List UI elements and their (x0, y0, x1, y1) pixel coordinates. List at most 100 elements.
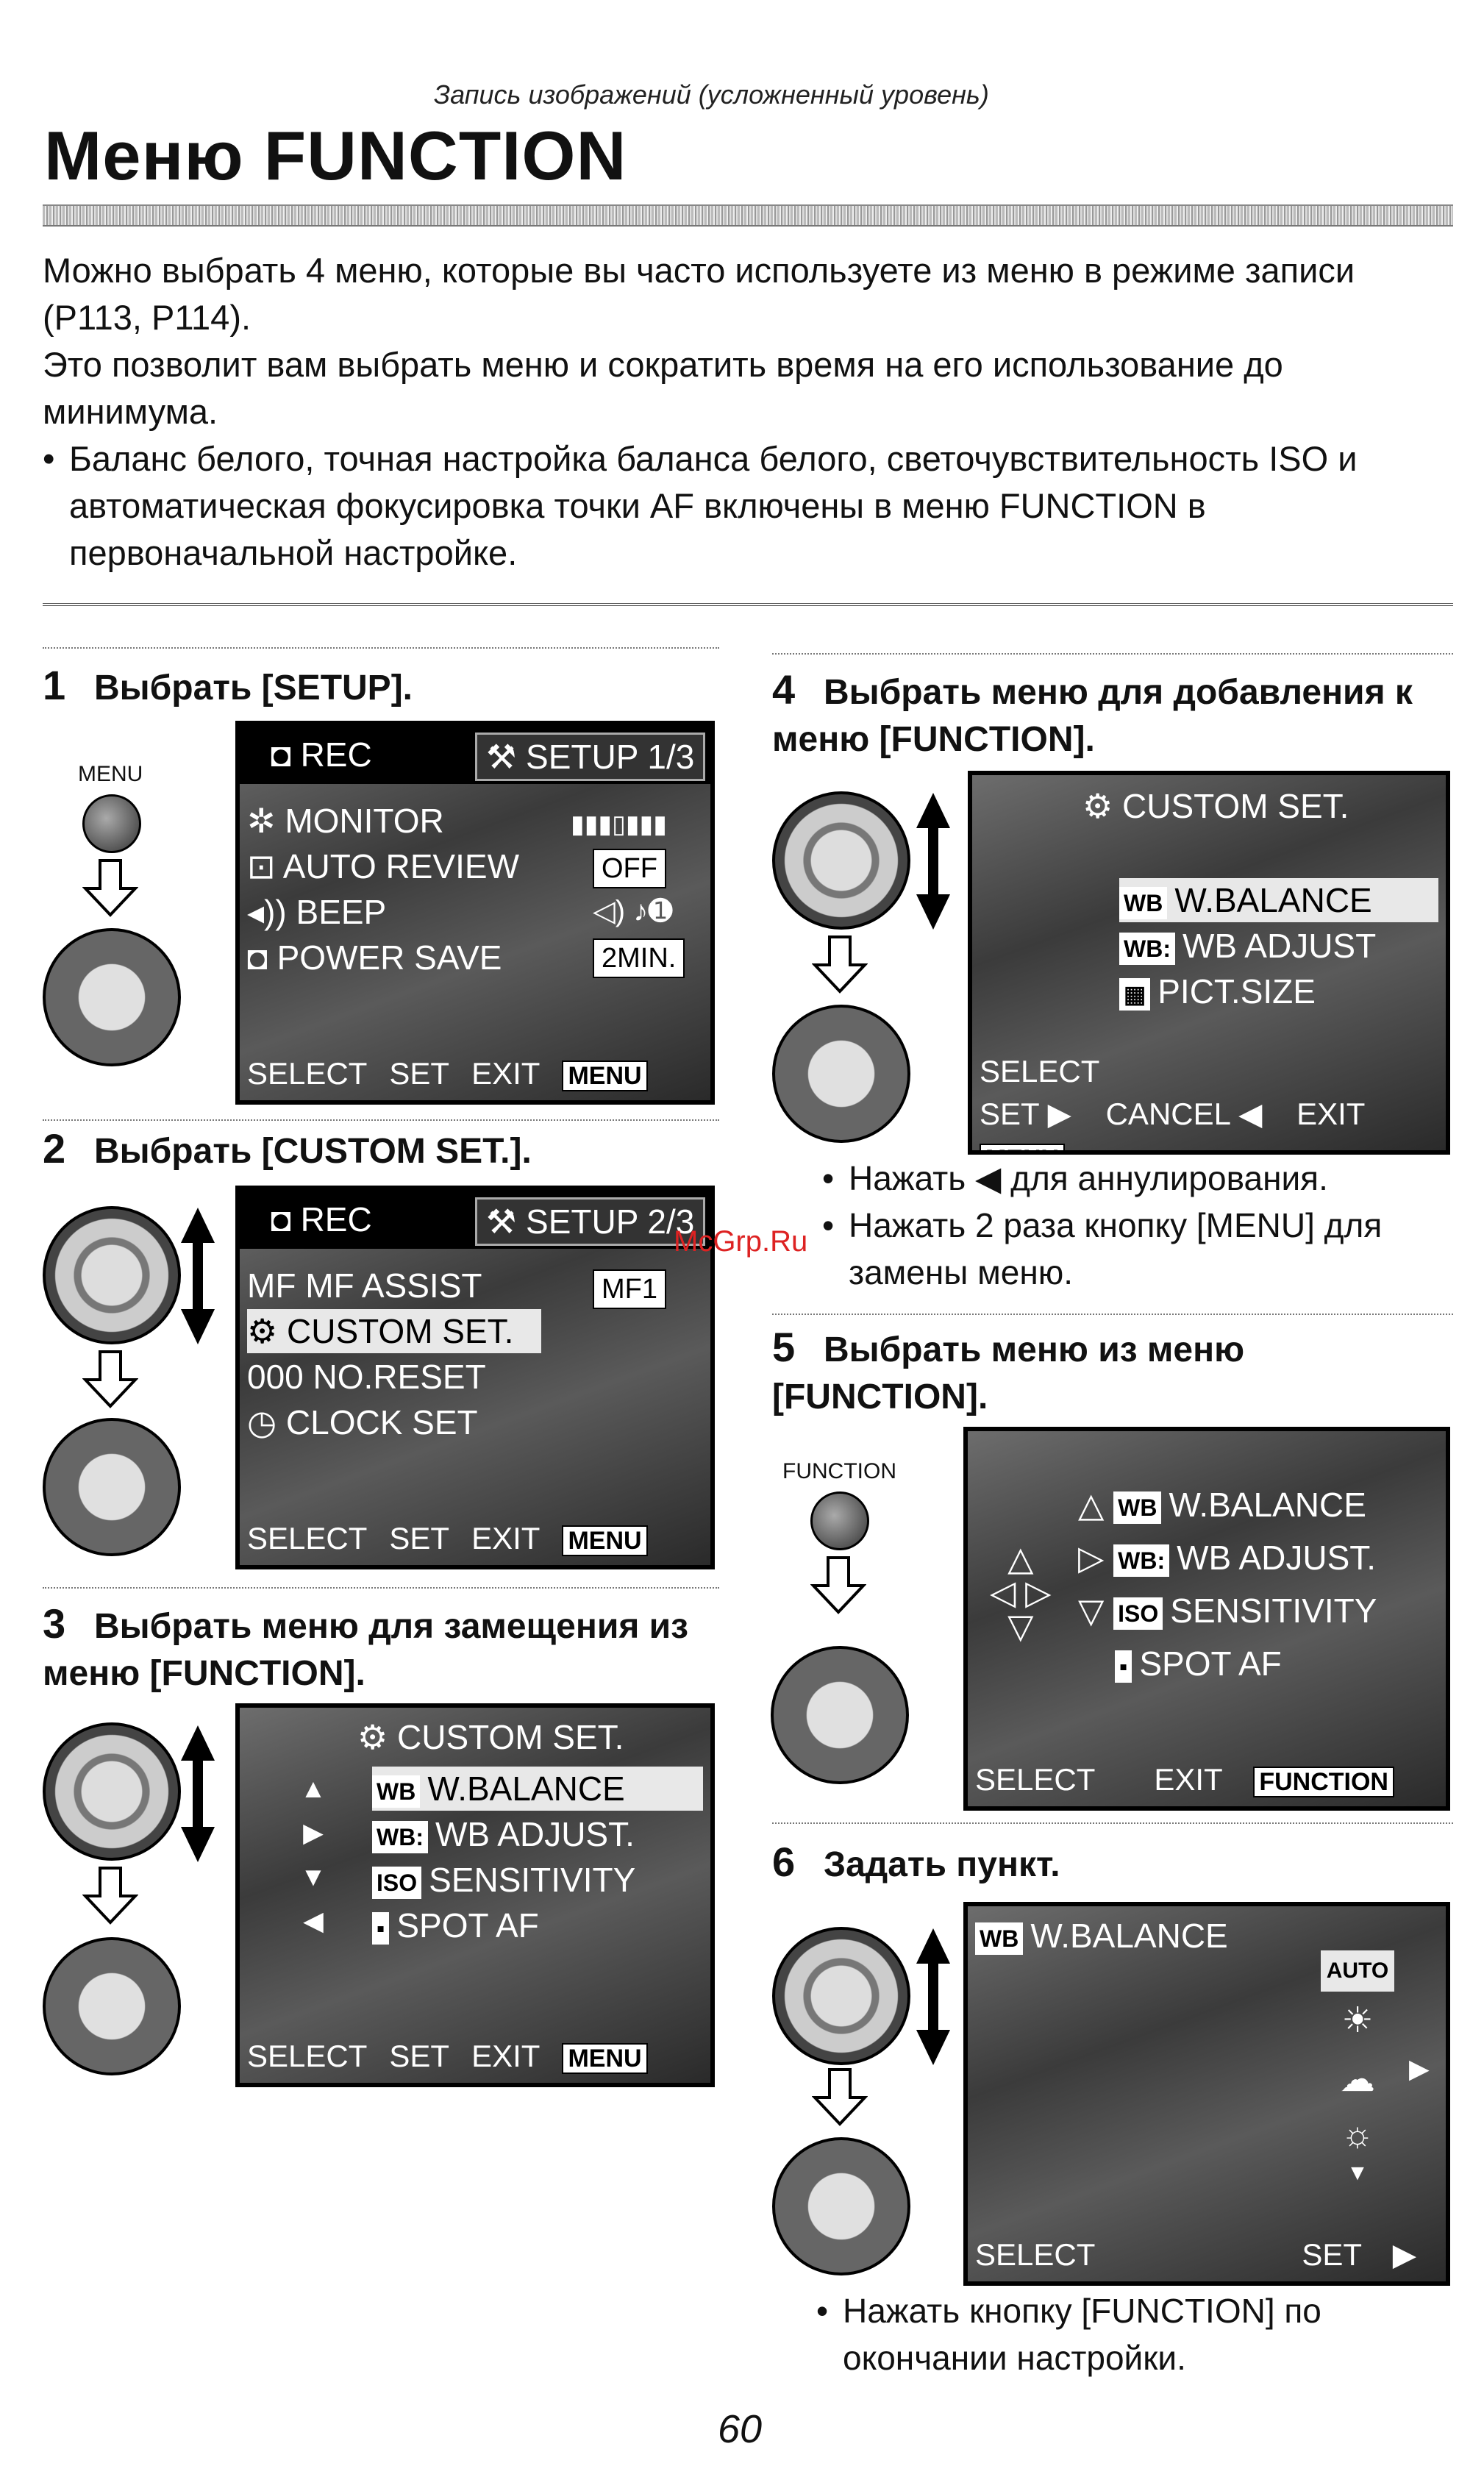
direction-keys-icon: ▲▶▼◀ (300, 1773, 327, 1936)
custom-item-pict-size: ▦PICT.SIZE (1119, 969, 1438, 1013)
wb-options: AUTO ☀ ☁ ☼ ▼ (1321, 1950, 1394, 2186)
intro-text: Можно выбрать 4 меню, которые вы часто и… (43, 247, 1455, 577)
step-4-note-2: Нажать 2 раза кнопку [MENU] для замены м… (822, 1202, 1455, 1296)
menu-item-auto-review: ⊡ AUTO REVIEW (247, 847, 519, 885)
section-divider (43, 603, 1453, 606)
down-arrow-icon (82, 859, 138, 917)
function-item-wb-adjust: ▷ WB:WB ADJUST. (1078, 1539, 1377, 1577)
up-down-arrow-icon (916, 1928, 950, 2065)
step-1-title: 1 Выбрать [SETUP]. (43, 662, 413, 712)
function-button-label: FUNCTION (782, 1459, 896, 1483)
menu-item-mf-assist: MF MF ASSIST (247, 1266, 482, 1305)
power-save-value: 2MIN. (593, 938, 685, 978)
sun-icon: ☀ (1341, 2001, 1374, 2040)
function-item-spot-af: ▪SPOT AF (372, 1903, 703, 1947)
menu-item-beep: ◂)) BEEP (247, 893, 387, 931)
down-arrow-icon (82, 1867, 138, 1925)
up-down-arrow-icon (181, 1725, 215, 1862)
cursor-dial-icon[interactable] (772, 1927, 910, 2065)
up-down-arrow-icon (916, 793, 950, 930)
step-divider (772, 1822, 1453, 1824)
cursor-dial-icon[interactable] (43, 1418, 181, 1556)
cursor-dial-icon[interactable] (772, 791, 910, 930)
function-item-spot-af: ▪SPOT AF (1115, 1642, 1438, 1686)
beep-level-icon: ◁) ♪➊ (593, 895, 673, 927)
menu-button-label: MENU (78, 762, 143, 786)
down-arrow-icon (810, 1556, 866, 1614)
menu-item-monitor: ✲ MONITOR (247, 802, 444, 840)
menu-item-clock-set: ◷ CLOCK SET (247, 1403, 478, 1441)
function-button[interactable] (810, 1491, 869, 1550)
custom-set-header: ⚙ CUSTOM SET. (357, 1718, 624, 1756)
step-1-number: 1 (43, 662, 66, 708)
title-underline (43, 204, 1453, 227)
cursor-dial-icon[interactable] (772, 1005, 910, 1143)
screen-footer: SELECT EXIT FUNCTION (975, 1758, 1438, 1802)
step-divider (43, 647, 719, 649)
page-title: Меню FUNCTION (44, 117, 627, 194)
bulb-icon: ☼ (1341, 2115, 1374, 2154)
tab-rec: ◘ REC (271, 1200, 372, 1238)
cursor-dial-icon[interactable] (772, 2137, 910, 2275)
custom-set-header: ⚙ CUSTOM SET. (1082, 787, 1349, 825)
brightness-level-icon: ▮▮▮▯▮▮▮ (571, 810, 667, 838)
down-arrow-icon (812, 2068, 868, 2126)
more-down-icon: ▼ (1346, 2161, 1369, 2185)
tab-rec: ◘ REC (271, 735, 372, 774)
step-divider (43, 1119, 719, 1121)
menu-item-power-save: ◘ POWER SAVE (247, 938, 502, 977)
cursor-dial-icon[interactable] (771, 1646, 909, 1784)
step-divider (772, 1314, 1453, 1315)
tab-setup: ⚒ SETUP 2/3 (475, 1197, 706, 1246)
step-4-notes: Нажать ◀ для аннулирования. Нажать 2 раз… (822, 1155, 1455, 1296)
camera-screen-setup-1: ◘ REC ⚒ SETUP 1/3 ✲ MONITOR ⊡ AUTO REVIE… (235, 721, 715, 1105)
cursor-dial-icon[interactable] (43, 928, 181, 1066)
cursor-dial-icon[interactable] (43, 1206, 181, 1344)
step-6-note-1: Нажать кнопку [FUNCTION] по окончании на… (816, 2287, 1449, 2381)
intro-paragraph-2: Это позволит вам выбрать меню и сократит… (43, 345, 1283, 431)
step-1-text: Выбрать [SETUP]. (94, 669, 413, 708)
menu-button[interactable] (82, 794, 141, 853)
down-arrow-icon (82, 1350, 138, 1408)
step-6-notes: Нажать кнопку [FUNCTION] по окончании на… (816, 2287, 1449, 2381)
screen-footer: SELECT SET ▶ CANCEL ◀ EXIT MENU (980, 1050, 1435, 1150)
step-4-note-1: Нажать ◀ для аннулирования. (822, 1155, 1455, 1202)
wb-auto-option: AUTO (1321, 1950, 1394, 1992)
screen-footer: SELECT SET ▶ (975, 2237, 1416, 2272)
custom-item-wb-adjust: WB:WB ADJUST (1119, 924, 1438, 968)
page-subtitle: Запись изображений (усложненный уровень) (434, 79, 989, 110)
watermark: McGrp.Ru (674, 1225, 808, 1258)
menu-item-custom-set: ⚙ CUSTOM SET. (247, 1309, 541, 1353)
cursor-dial-icon[interactable] (43, 1722, 181, 1861)
mf-assist-value: MF1 (593, 1269, 666, 1309)
camera-screen-setup-2: ◘ REC ⚒ SETUP 2/3 MF MF ASSIST ⚙ CUSTOM … (235, 1186, 715, 1569)
cursor-dial-icon[interactable] (43, 1937, 181, 2075)
right-arrow-icon: ▶ (1409, 2053, 1430, 2084)
intro-bullet: Баланс белого, точная настройка баланса … (43, 435, 1455, 577)
function-item-wb-adjust: WB:WB ADJUST. (372, 1812, 703, 1856)
step-divider (43, 1587, 719, 1589)
up-down-arrow-icon (181, 1208, 215, 1344)
menu-item-no-reset: 000 NO.RESET (247, 1358, 486, 1396)
page-number: 60 (718, 2407, 763, 2451)
direction-pad-icon: △◁ ▷▽ (990, 1539, 1052, 1645)
step-divider (772, 653, 1453, 655)
cloud-icon: ☁ (1340, 2060, 1375, 2099)
